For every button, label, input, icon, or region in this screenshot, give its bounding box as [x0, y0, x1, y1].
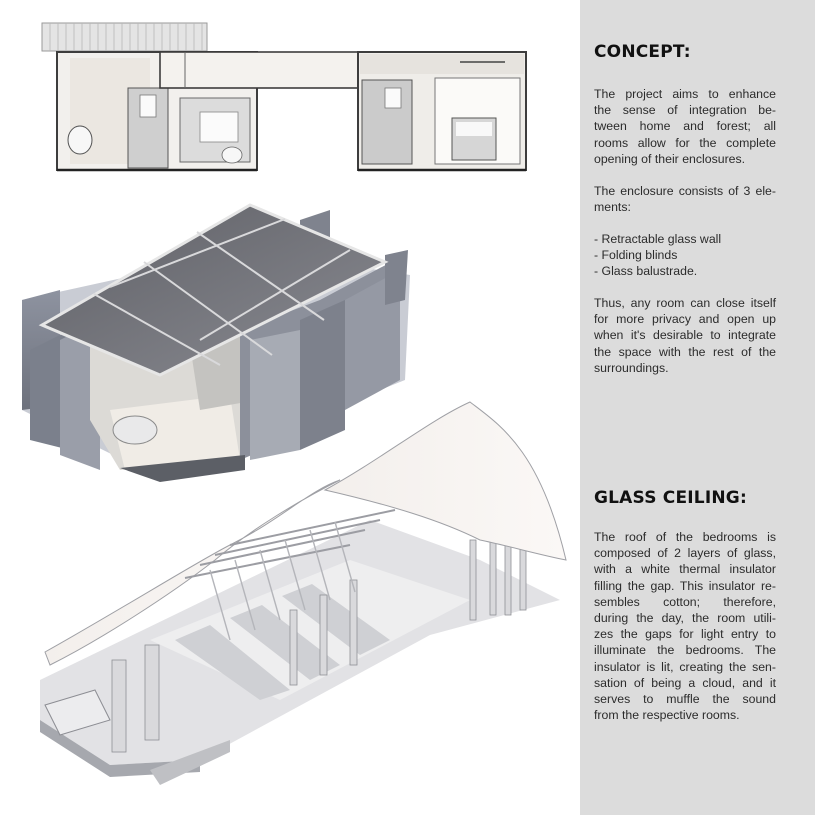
text-line: zes the gaps for light entry to: [594, 627, 776, 642]
text-line: insulator is lit, creating the sen-: [594, 659, 776, 674]
text-line: The project aims to enhance: [594, 87, 776, 101]
list-item: - Retractable glass wall: [594, 232, 722, 246]
floor-plan: [41, 22, 527, 172]
text-line: the sense of integration be-: [594, 103, 776, 118]
concept-paragraph-1: The project aims to enhance the sense of…: [594, 86, 776, 167]
text-line: ments:: [594, 200, 631, 215]
concept-paragraph-3: Thus, any room can close itself for more…: [594, 295, 776, 376]
text-line: illuminate the bedrooms. The: [594, 643, 776, 658]
text-line: for more privacy and open up: [594, 312, 776, 327]
list-item: - Glass balustrade.: [594, 264, 698, 279]
text-line: opening of their enclosures.: [594, 151, 746, 166]
text-line: tween home and forest; all: [594, 119, 776, 134]
text-line: sation of being a cloud, and it: [594, 675, 776, 690]
text-line: Thus, any room can close itself: [594, 296, 776, 310]
illustrations-canvas: [22, 22, 567, 785]
isometric-enclosure-model: [22, 203, 410, 482]
isometric-glass-ceiling-section: [40, 401, 567, 785]
text-line: serves to muffle the sound: [594, 692, 776, 707]
glass-ceiling-paragraph: The roof of the bedrooms is composed of …: [594, 529, 776, 723]
text-line: The roof of the bedrooms is: [594, 530, 776, 544]
enclosure-elements-list: - Retractable glass wall - Folding blind…: [594, 231, 776, 280]
list-item: - Folding blinds: [594, 248, 678, 263]
text-line: rooms allow for the complete: [594, 135, 776, 150]
text-line: sembles cotton; therefore,: [594, 594, 776, 609]
text-line: from the respective rooms.: [594, 708, 740, 723]
text-line: when it's desirable to integrate: [594, 328, 776, 343]
text-line: with a white thermal insulator: [594, 562, 776, 577]
text-line: during the day, the room utili-: [594, 611, 776, 626]
text-line: composed of 2 layers of glass,: [594, 546, 776, 561]
text-line: filling the gap. This insulator re-: [594, 578, 776, 593]
concept-paragraph-2: The enclosure consists of 3 ele- ments:: [594, 183, 776, 215]
text-panel: [580, 0, 815, 815]
text-line: The enclosure consists of 3 ele-: [594, 184, 776, 198]
concept-heading: CONCEPT:: [594, 42, 691, 62]
text-line: surroundings.: [594, 360, 669, 375]
text-line: the space with the rest of the: [594, 344, 776, 359]
glass-ceiling-heading: GLASS CEILING:: [594, 488, 747, 508]
